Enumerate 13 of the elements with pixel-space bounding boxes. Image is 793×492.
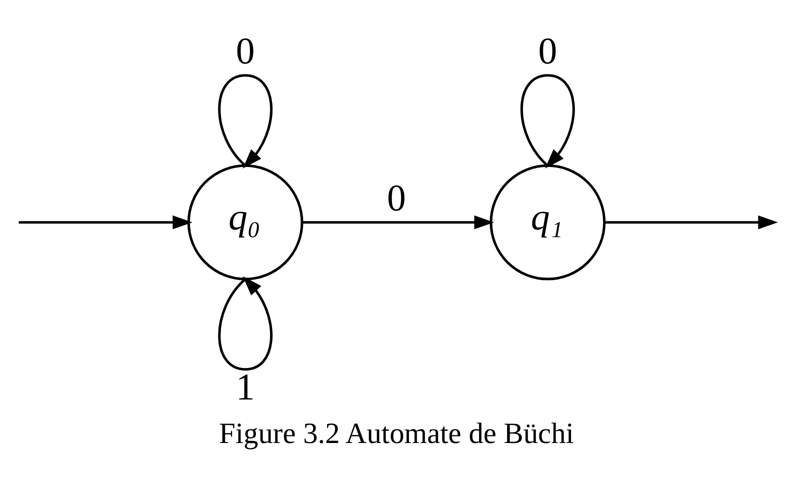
arrow [218, 276, 272, 370]
edge-label: 0 [538, 30, 558, 72]
arrow [18, 214, 192, 229]
node-circle: q₁ [490, 164, 606, 280]
edge-label: 0 [236, 30, 255, 72]
arrow [218, 74, 272, 168]
edge-label: 1 [236, 366, 255, 408]
arrow [302, 214, 494, 229]
arrow [520, 74, 575, 168]
arrow [604, 214, 778, 229]
edge-label: 0 [387, 177, 406, 220]
caption: Figure 3.2 Automate de Büchi [219, 418, 574, 450]
node-circle: q₀ [187, 164, 304, 280]
